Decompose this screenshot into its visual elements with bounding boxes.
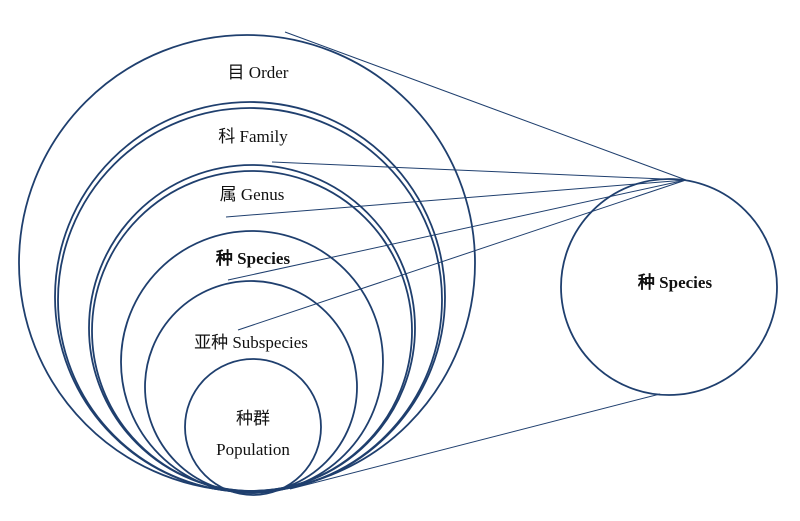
circle-family — [54, 101, 446, 493]
label-family: 科 Family — [218, 127, 288, 146]
label-species: 种 Species — [215, 248, 291, 268]
label-genus: 属 Genus — [220, 185, 285, 204]
circle-genus-inner — [91, 170, 413, 492]
circle-family-inner — [57, 107, 443, 493]
label-population-en: Population — [216, 440, 290, 459]
connector-line — [271, 161, 687, 181]
label-subspecies: 亚种 Subspecies — [194, 333, 308, 352]
connector-line — [289, 393, 661, 490]
connector-line — [225, 179, 687, 218]
connector-line — [227, 179, 687, 281]
circle-population — [184, 358, 322, 496]
connector-line — [237, 179, 687, 331]
label-species-zoom: 种 Species — [637, 272, 713, 292]
label-order: 目 Order — [228, 63, 289, 82]
label-population-cn: 种群 — [236, 409, 270, 428]
circle-subspecies — [144, 280, 358, 494]
connector-line — [284, 31, 687, 181]
